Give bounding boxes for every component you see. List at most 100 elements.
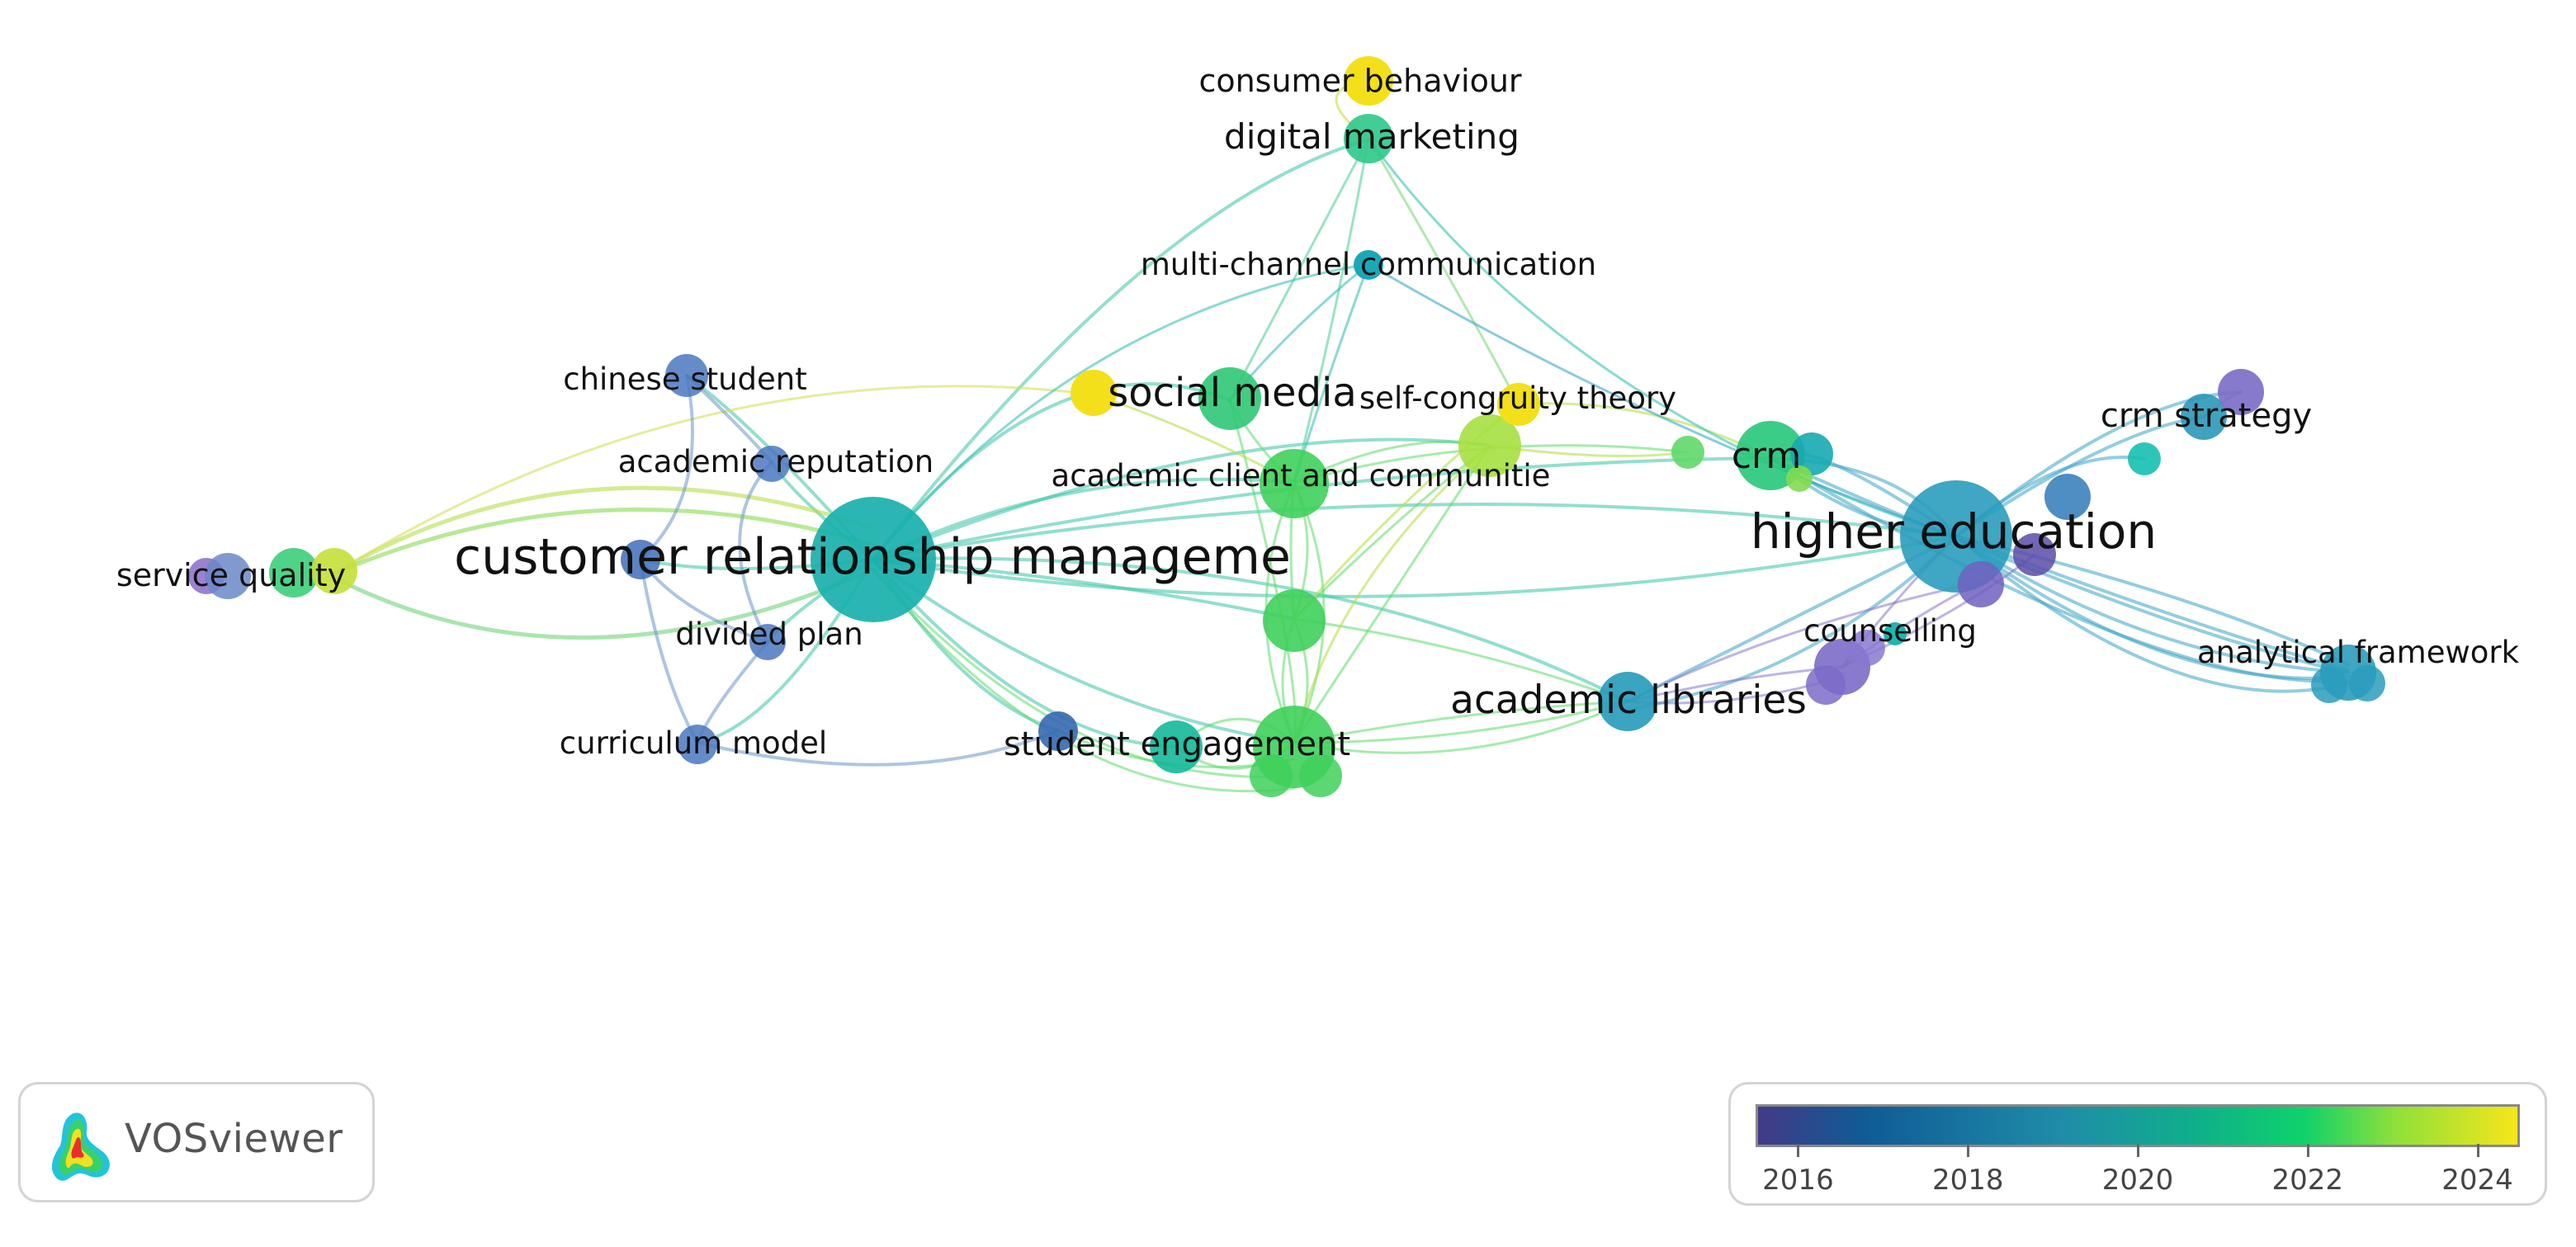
node-crm-strategy-purple[interactable] bbox=[2218, 369, 2264, 415]
label-social-media: social media bbox=[1108, 370, 1357, 416]
nodes[interactable] bbox=[188, 56, 2385, 797]
node-blue-student[interactable] bbox=[1038, 711, 1078, 751]
node-divided-plan[interactable] bbox=[749, 624, 786, 660]
node-multi-channel[interactable] bbox=[1354, 250, 1383, 280]
label-customer-relationship-management: customer relationship manageme bbox=[454, 528, 1291, 586]
legend-tick-label: 2020 bbox=[2101, 1164, 2174, 1197]
label-curriculum-model: curriculum model bbox=[560, 725, 827, 761]
edge bbox=[1954, 535, 2350, 693]
label-student-engagement: student engagement bbox=[1004, 725, 1350, 763]
vosviewer-brand[interactable]: VOSviewer bbox=[18, 1082, 375, 1202]
edge bbox=[333, 385, 1095, 575]
edges bbox=[332, 78, 2350, 793]
node-counselling-small[interactable] bbox=[1849, 630, 1885, 666]
legend-tick-label: 2018 bbox=[1931, 1164, 2004, 1197]
legend-tick bbox=[2137, 1144, 2139, 1157]
label-academic-libraries: academic libraries bbox=[1450, 678, 1807, 723]
label-consumer-behaviour: consumer behaviour bbox=[1198, 63, 1521, 99]
edge bbox=[872, 568, 1296, 793]
node-consumer-behaviour[interactable] bbox=[1344, 56, 1393, 106]
node-academic-reputation[interactable] bbox=[754, 446, 790, 482]
edge bbox=[872, 558, 1178, 749]
edge bbox=[1367, 262, 1958, 538]
legend-tick-label: 2024 bbox=[2441, 1164, 2513, 1197]
edge bbox=[1293, 700, 1629, 744]
node-yellow-social[interactable] bbox=[1071, 370, 1117, 416]
label-crm-strategy: crm strategy bbox=[2101, 397, 2312, 435]
service-quality-edges bbox=[332, 385, 1095, 640]
edge bbox=[872, 568, 1296, 778]
node-green-small[interactable] bbox=[1299, 754, 1342, 797]
node-self-congruity-theory[interactable] bbox=[1497, 383, 1540, 426]
node-he-teal[interactable] bbox=[2128, 442, 2161, 475]
label-multi-channel-communication: multi-channel communication bbox=[1141, 247, 1596, 282]
label-chinese-student: chinese student bbox=[563, 361, 807, 397]
edge bbox=[696, 729, 1060, 767]
node-chinese-student[interactable] bbox=[665, 354, 708, 397]
node-digital-marketing[interactable] bbox=[1344, 114, 1393, 163]
edge bbox=[1769, 456, 2350, 683]
node-counselling-small[interactable] bbox=[1806, 665, 1846, 705]
node-blue[interactable] bbox=[205, 553, 251, 599]
node-blue-left[interactable] bbox=[621, 540, 660, 579]
node-crm-small[interactable] bbox=[1671, 436, 1704, 469]
label-analytical-framework: analytical framework bbox=[2197, 635, 2520, 670]
label-academic-client-and-communitie: academic client and communitie bbox=[1052, 458, 1551, 494]
vosviewer-name: VOSviewer bbox=[125, 1116, 343, 1162]
node-analytical-small[interactable] bbox=[2349, 665, 2385, 701]
edge bbox=[1293, 444, 1491, 744]
node-self-congruity-green[interactable] bbox=[1458, 414, 1521, 477]
node-customer-relationship-management[interactable] bbox=[811, 497, 936, 622]
edge bbox=[1293, 137, 1370, 484]
node-counselling-teal[interactable] bbox=[1884, 622, 1907, 645]
node-green[interactable] bbox=[269, 548, 319, 598]
edge bbox=[1367, 137, 1520, 406]
label-counselling: counselling bbox=[1803, 613, 1977, 649]
node-service-quality[interactable] bbox=[311, 548, 357, 594]
label-service-quality: service quality bbox=[116, 557, 346, 593]
node-he-blue[interactable] bbox=[2044, 474, 2091, 520]
node-academic-libraries[interactable] bbox=[1598, 672, 1657, 731]
legend-tick-label: 2022 bbox=[2271, 1164, 2344, 1197]
edge bbox=[872, 437, 1491, 561]
node-green-small[interactable] bbox=[1250, 754, 1293, 797]
label-higher-education: higher education bbox=[1751, 503, 2157, 560]
legend-tick-label: 2016 bbox=[1762, 1164, 1834, 1197]
legend-color-bar bbox=[1756, 1104, 2520, 1147]
label-self-congruity-theory: self-congruity theory bbox=[1359, 380, 1676, 416]
node-green-mid[interactable] bbox=[1263, 589, 1326, 652]
label-crm: crm bbox=[1732, 435, 1801, 477]
edge bbox=[332, 508, 876, 576]
edge bbox=[332, 567, 876, 640]
edge bbox=[639, 374, 694, 561]
edge bbox=[872, 558, 1296, 744]
edge bbox=[872, 137, 1373, 561]
node-he-purple[interactable] bbox=[2013, 533, 2056, 576]
node-social-media[interactable] bbox=[1198, 367, 1261, 430]
edge bbox=[332, 485, 876, 576]
edge bbox=[872, 503, 1958, 561]
edge bbox=[872, 556, 1629, 703]
label-divided-plan: divided plan bbox=[675, 616, 863, 652]
node-crm-teal[interactable] bbox=[1790, 432, 1833, 475]
year-color-legend: 2016 2018 2020 2022 2024 bbox=[1728, 1082, 2547, 1206]
edge bbox=[1769, 456, 2350, 674]
node-academic-client[interactable] bbox=[1260, 449, 1329, 518]
legend-tick bbox=[2476, 1144, 2479, 1157]
edge bbox=[872, 535, 1958, 598]
legend-tick bbox=[1797, 1144, 1800, 1157]
label-academic-reputation: academic reputation bbox=[618, 444, 934, 479]
node-curriculum-model[interactable] bbox=[678, 725, 717, 764]
vosviewer-logo-icon bbox=[51, 1112, 110, 1181]
legend-tick bbox=[1967, 1144, 1970, 1157]
node-he-purple[interactable] bbox=[1958, 561, 2004, 607]
node-crm-strategy[interactable] bbox=[2181, 394, 2227, 440]
label-digital-marketing: digital marketing bbox=[1224, 116, 1520, 157]
node-crm-lime[interactable] bbox=[1786, 465, 1813, 492]
legend-tick bbox=[2306, 1144, 2309, 1157]
node-student-engagement[interactable] bbox=[1150, 720, 1203, 773]
edge bbox=[1954, 535, 2350, 680]
node-analytical-small[interactable] bbox=[2311, 667, 2347, 703]
